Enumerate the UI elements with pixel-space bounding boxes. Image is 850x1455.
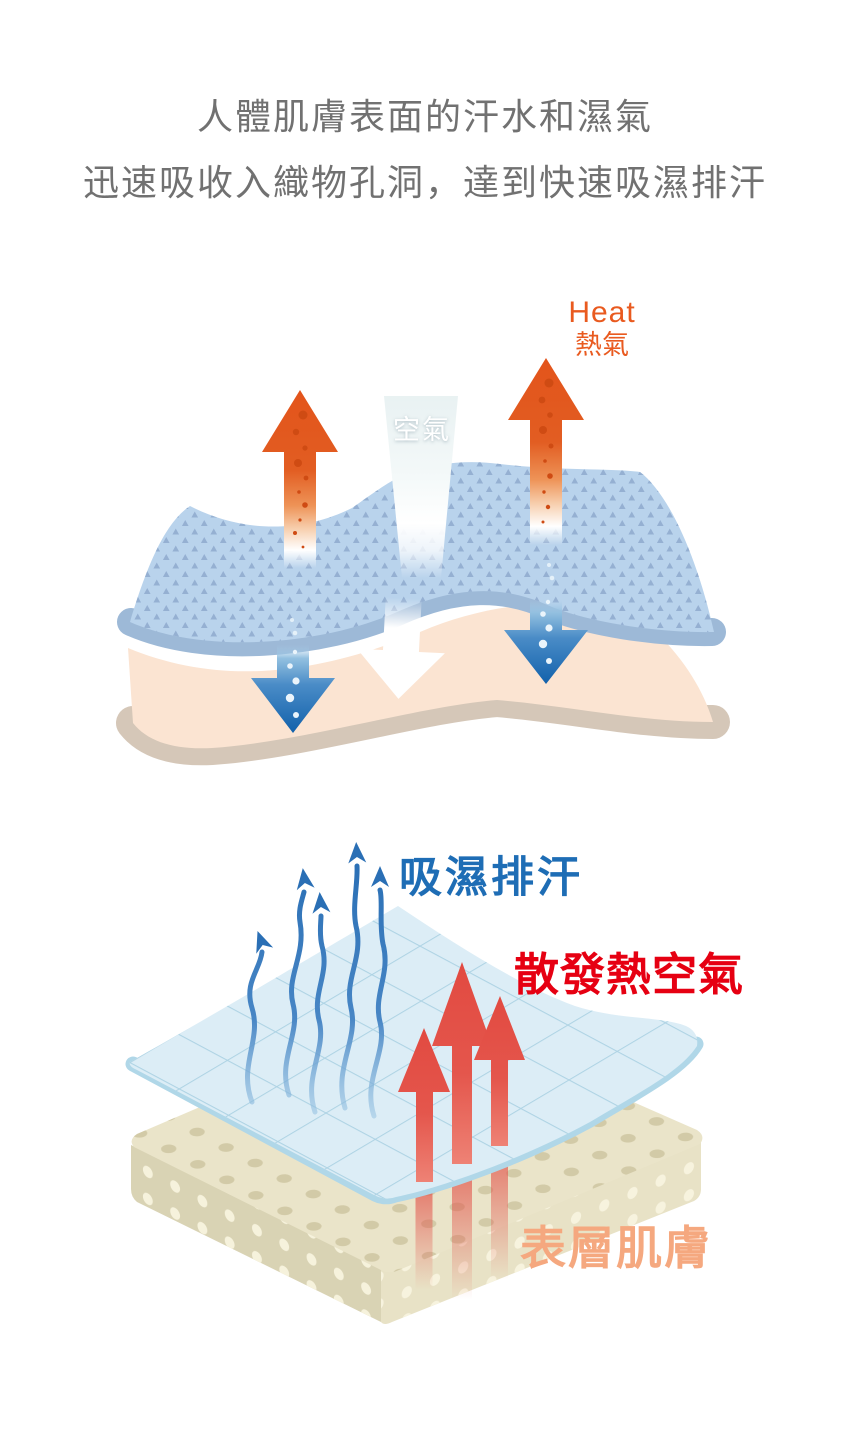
moisture-wicking-label: 吸濕排汗 (399, 854, 583, 902)
moisture-droplets (285, 618, 300, 718)
header-line-1: 人體肌膚表面的汗水和濕氣 (196, 96, 653, 137)
air-label: 空氣 (393, 415, 451, 445)
diagram-1-cross-section (116, 358, 730, 766)
fabric-sheet-grid (129, 906, 698, 1199)
moisture-wicking-arrows (245, 863, 388, 1119)
heat-release-label: 散發熱空氣 (514, 949, 745, 1000)
heat-particles (538, 378, 554, 524)
diagram-2-isometric-layers (125, 842, 704, 1324)
moisture-droplets (538, 563, 555, 664)
moisture-arrowheads (256, 842, 389, 954)
air-down-arrow (384, 396, 458, 578)
heat-up-arrow-right (508, 358, 584, 545)
heat-label: Heat 熱氣 (552, 296, 652, 361)
moisture-down-arrow-left (251, 618, 335, 733)
surface-skin-label: 表層肌膚 (520, 1222, 712, 1274)
moisture-down-arrow-right (504, 563, 588, 684)
header-line-2: 迅速吸收入織物孔洞，達到快速吸濕排汗 (82, 162, 767, 203)
heat-arrow-medium (474, 996, 525, 1146)
heat-label-zh: 熱氣 (575, 330, 629, 360)
skin-slab-left-face-holes (131, 1145, 381, 1322)
heat-up-arrow-left (262, 390, 338, 568)
white-down-arrow (357, 597, 445, 699)
heat-release-arrows (398, 962, 525, 1182)
heat-arrow-small (398, 1028, 450, 1182)
heat-arrow-tall (432, 962, 492, 1164)
heat-particles (292, 410, 309, 549)
heat-label-en: Heat (568, 296, 636, 329)
